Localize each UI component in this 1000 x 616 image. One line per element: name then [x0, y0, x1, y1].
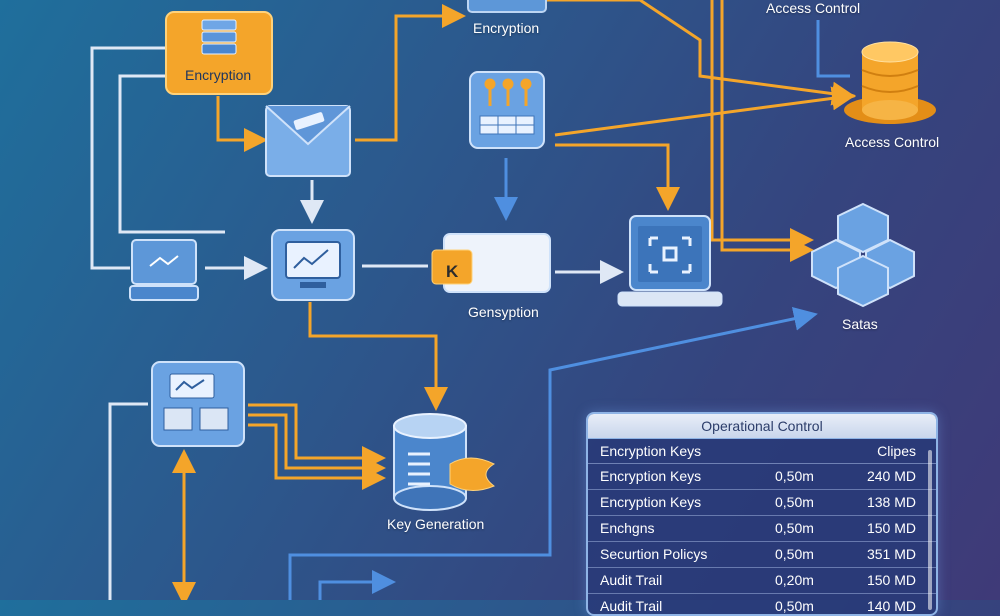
operational-control-panel: Operational Control Encryption Keys Clip… — [586, 412, 938, 616]
analytics-boxes-icon[interactable] — [150, 360, 246, 448]
row-name: Enchgns — [600, 520, 655, 536]
key-generation-label: Key Generation — [387, 516, 485, 532]
row-size: 138 MD — [866, 494, 916, 510]
envelope-icon[interactable] — [264, 104, 352, 178]
row-time: 0,20m — [775, 572, 814, 588]
satas-label: Satas — [842, 316, 878, 332]
row-size: 140 MD — [866, 598, 916, 614]
row-time: 0,50m — [775, 520, 814, 536]
key-badge-text: K — [446, 262, 459, 281]
server-stack-icon — [201, 19, 237, 55]
table-row[interactable]: Enchgns 0,50m 150 MD — [588, 516, 936, 542]
encryption-device-icon[interactable] — [466, 0, 548, 14]
gensyption-label: Gensyption — [468, 304, 539, 320]
header-left: Encryption Keys — [600, 443, 702, 459]
access-control-label: Access Control — [845, 134, 940, 150]
table-row[interactable]: Encryption Keys 0,50m 138 MD — [588, 490, 936, 516]
table-row[interactable]: Encryption Keys 0,50m 240 MD — [588, 464, 936, 490]
row-time: 0,50m — [775, 468, 814, 484]
tablet-qr-icon[interactable] — [616, 214, 724, 310]
row-size: 150 MD — [866, 520, 916, 536]
monitor-icon[interactable] — [270, 228, 356, 302]
data-cubes-icon[interactable] — [808, 200, 918, 308]
row-name: Audit Trail — [600, 598, 663, 614]
key-database-icon[interactable] — [390, 412, 502, 512]
header-right: Clipes — [877, 443, 916, 459]
key-card-icon[interactable] — [430, 232, 552, 294]
row-time: 0,50m — [775, 598, 814, 614]
key-server-icon[interactable] — [468, 70, 546, 150]
connection-arrows — [90, 0, 856, 600]
row-size: 150 MD — [866, 572, 916, 588]
table-row[interactable]: Audit Trail 0,50m 140 MD — [588, 594, 936, 614]
row-size: 351 MD — [866, 546, 916, 562]
access-control-top-label: Access Control — [766, 0, 861, 16]
scrollbar[interactable] — [928, 450, 932, 610]
encryption-box-label: Encryption — [185, 67, 252, 83]
row-name: Encryption Keys — [600, 468, 702, 484]
row-name: Audit Trail — [600, 572, 663, 588]
table-row[interactable]: Audit Trail 0,20m 150 MD — [588, 568, 936, 594]
panel-title: Operational Control — [588, 414, 936, 439]
encryption-top-label: Encryption — [473, 20, 540, 36]
database-cylinder-icon[interactable] — [840, 38, 940, 130]
table-row[interactable]: Securtion Policys 0,50m 351 MD — [588, 542, 936, 568]
table-header: Encryption Keys Clipes — [588, 439, 936, 464]
row-time: 0,50m — [775, 494, 814, 510]
laptop-icon[interactable] — [128, 236, 200, 304]
encryption-box-node[interactable] — [164, 10, 274, 96]
row-name: Securtion Policys — [600, 546, 708, 562]
row-size: 240 MD — [866, 468, 916, 484]
row-time: 0,50m — [775, 546, 814, 562]
row-name: Encryption Keys — [600, 494, 702, 510]
